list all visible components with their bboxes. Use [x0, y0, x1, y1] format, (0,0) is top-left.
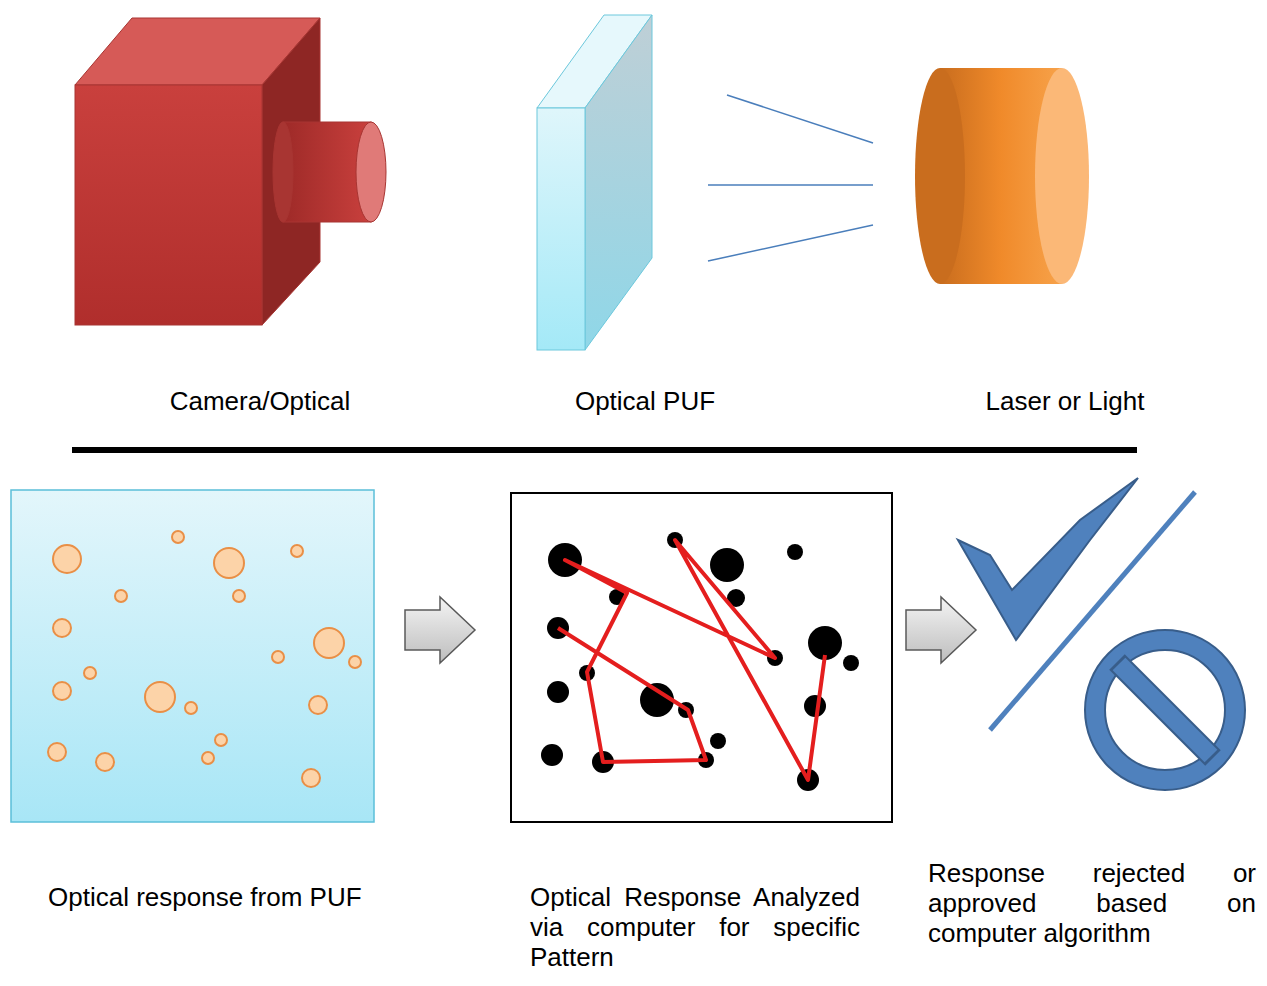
approve-reject-symbol	[958, 478, 1235, 780]
response-spot	[272, 651, 284, 663]
response-spot	[115, 590, 127, 602]
response-spot	[302, 769, 320, 787]
step-caption: Response rejected or approved based on c…	[928, 858, 1256, 948]
light-rays	[708, 95, 873, 261]
pattern-dot	[710, 548, 744, 582]
puf-slab-illustration	[537, 15, 652, 350]
response-spot	[53, 545, 81, 573]
pattern-analysis-panel	[511, 493, 892, 822]
step-caption: Optical response from PUF	[48, 882, 393, 912]
response-spot	[215, 734, 227, 746]
response-spot	[214, 548, 244, 578]
pattern-dot	[710, 733, 726, 749]
component-label: Optical PUF	[495, 386, 795, 416]
pattern-dot	[547, 681, 569, 703]
response-spot	[53, 682, 71, 700]
pattern-dot	[808, 626, 842, 660]
component-label: Laser or Light	[915, 386, 1215, 416]
response-spot	[233, 590, 245, 602]
response-spot	[309, 696, 327, 714]
response-spot	[96, 753, 114, 771]
flow-arrow	[405, 597, 475, 663]
response-spot	[291, 545, 303, 557]
divider-line	[72, 447, 1137, 453]
pattern-dot	[541, 744, 563, 766]
camera-illustration	[75, 18, 386, 325]
response-spot	[185, 702, 197, 714]
pattern-dot	[843, 655, 859, 671]
response-spot	[145, 682, 175, 712]
response-spot	[172, 531, 184, 543]
response-spot	[48, 743, 66, 761]
flow-arrow	[906, 597, 976, 663]
step-caption: Optical Response Analyzed via computer f…	[530, 882, 860, 972]
response-spot	[314, 628, 344, 658]
optical-response-panel	[11, 490, 374, 822]
pattern-path	[558, 540, 825, 780]
response-spot	[53, 619, 71, 637]
response-spot	[349, 656, 361, 668]
response-spot	[84, 667, 96, 679]
response-spot	[202, 752, 214, 764]
laser-illustration	[915, 68, 1089, 284]
component-label: Camera/Optical	[110, 386, 410, 416]
pattern-dot	[787, 544, 803, 560]
